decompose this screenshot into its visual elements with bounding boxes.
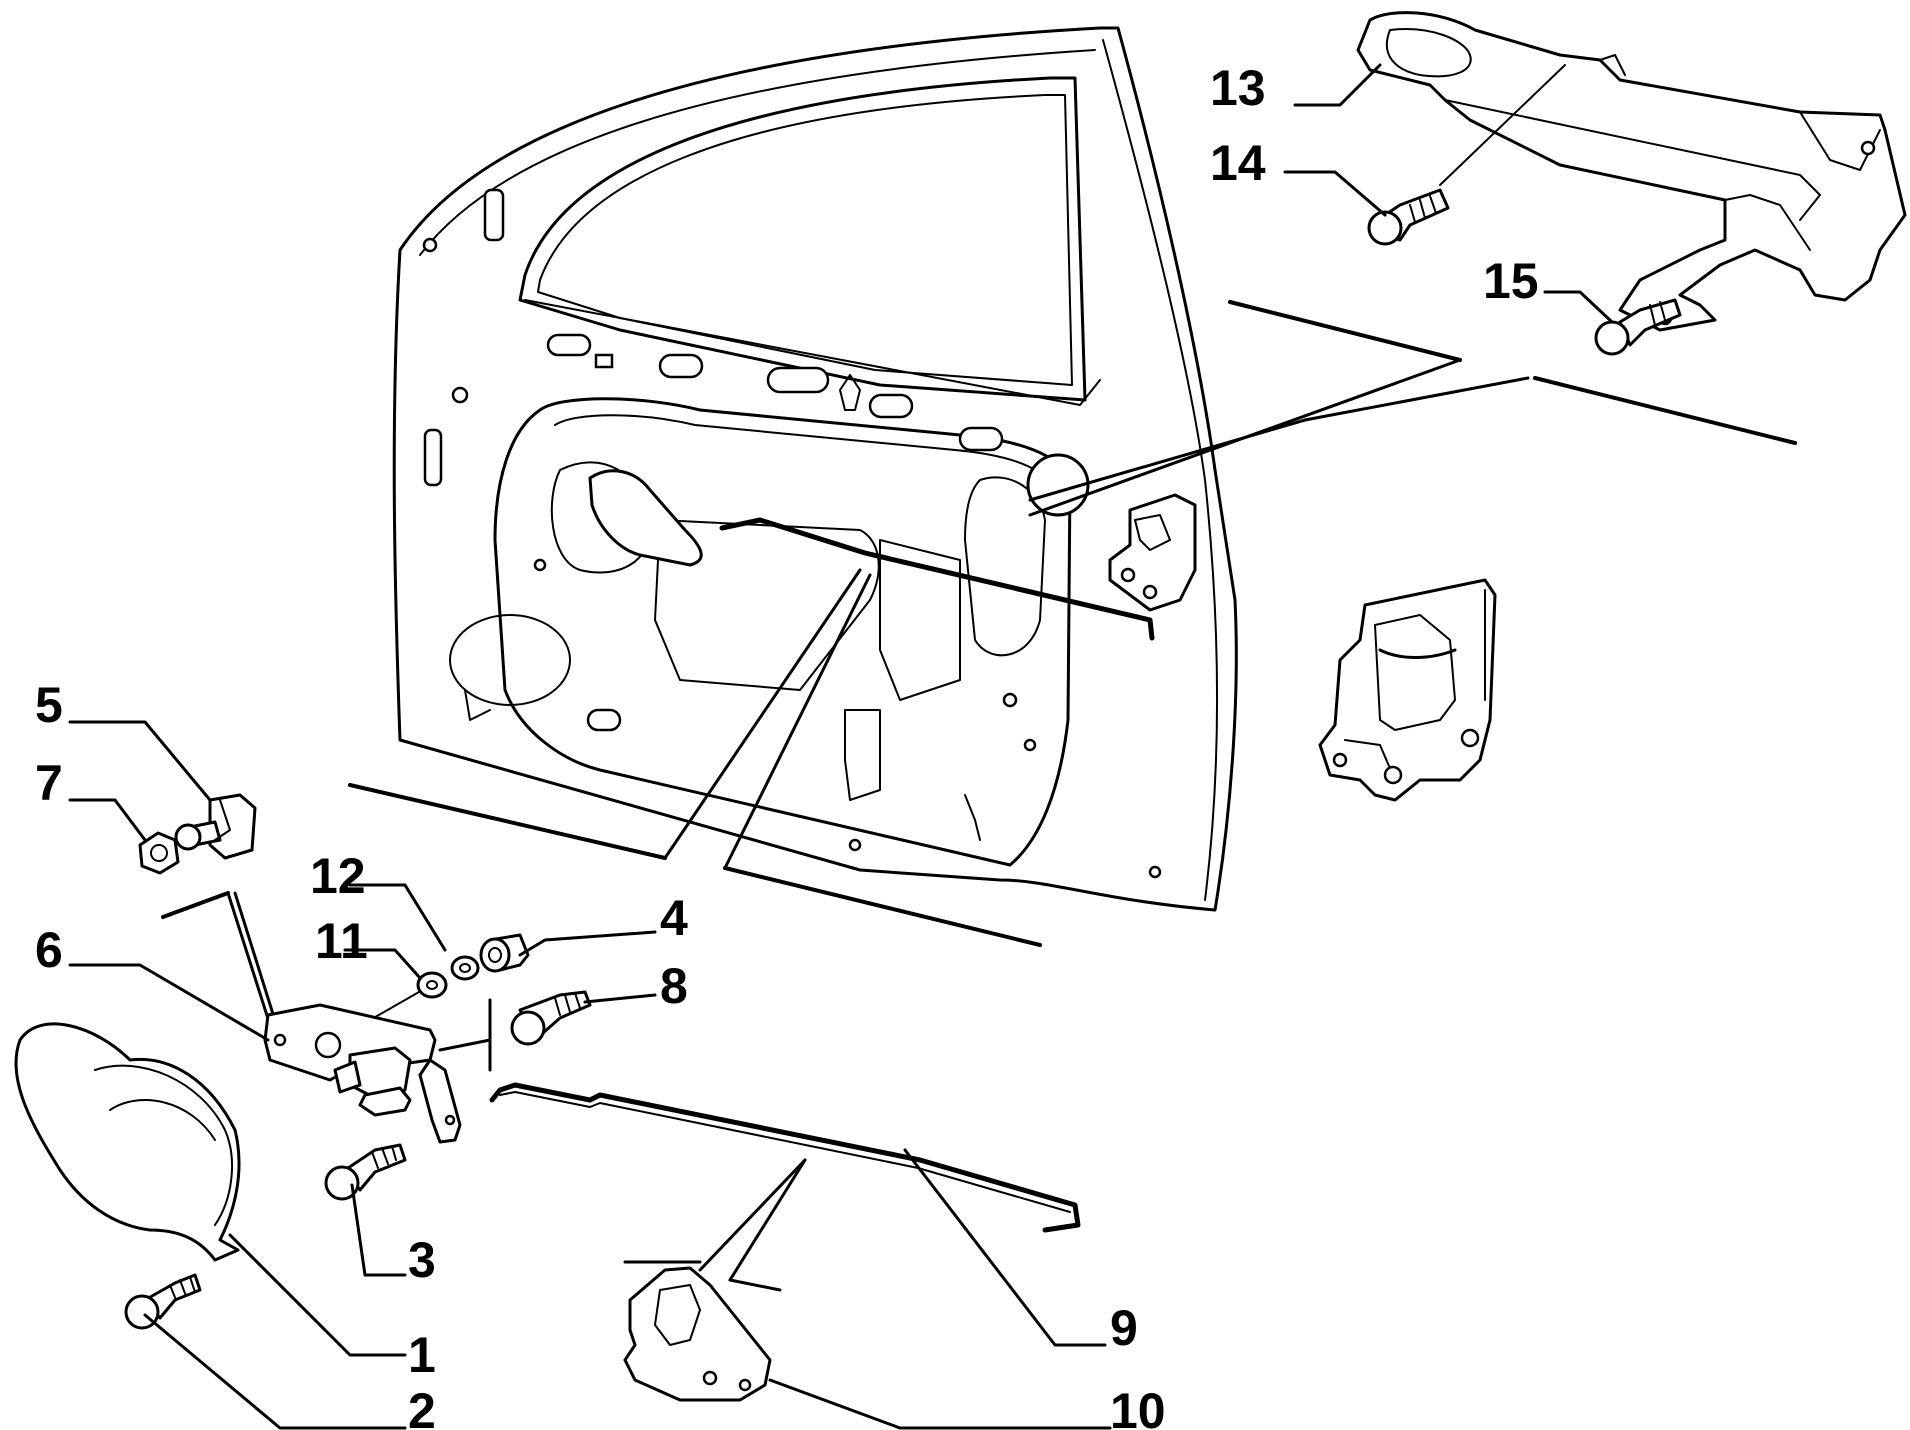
part-5-clip	[174, 793, 257, 860]
door-panel	[392, 26, 1238, 912]
callout-6: 6	[35, 922, 63, 978]
part-8-screw	[510, 990, 592, 1046]
part-6-plate	[263, 1003, 462, 1144]
callout-5: 5	[35, 677, 63, 733]
callout-2: 2	[408, 1383, 436, 1430]
callout-3: 3	[408, 1232, 436, 1288]
door-lock-mounted	[1108, 493, 1197, 612]
callout-labels: 1 2 3 4 5 6 7 8 9 10 11 12 13 14 15	[35, 60, 1539, 1430]
part-2-screw	[124, 1273, 202, 1330]
callout-4: 4	[660, 890, 688, 946]
callout-10: 10	[1110, 1383, 1166, 1430]
callout-8: 8	[660, 958, 688, 1014]
part-7-nut	[138, 831, 180, 875]
leader-lines	[68, 63, 1614, 1430]
part-10-clip	[623, 1266, 772, 1402]
callout-11: 11	[315, 913, 368, 969]
part-9-rod	[489, 1082, 1081, 1233]
part-1-handle	[14, 1022, 241, 1262]
callout-13: 13	[1210, 60, 1266, 116]
callout-1: 1	[408, 1327, 436, 1383]
callout-14: 14	[1210, 135, 1266, 191]
part-3-screw	[324, 1143, 407, 1201]
part-14-screw	[1367, 64, 1566, 246]
callout-9: 9	[1110, 1300, 1138, 1356]
part-12-washer	[450, 955, 480, 981]
part-11-washer	[416, 971, 448, 999]
reference-lines	[161, 300, 1797, 1292]
callout-15: 15	[1483, 253, 1539, 309]
part-13-bracket	[1356, 11, 1907, 332]
callout-7: 7	[35, 755, 63, 811]
door-rod	[719, 517, 1155, 641]
part-4-bushing	[479, 933, 530, 973]
door-lock-assembly	[1318, 578, 1497, 802]
callout-12: 12	[310, 848, 366, 904]
